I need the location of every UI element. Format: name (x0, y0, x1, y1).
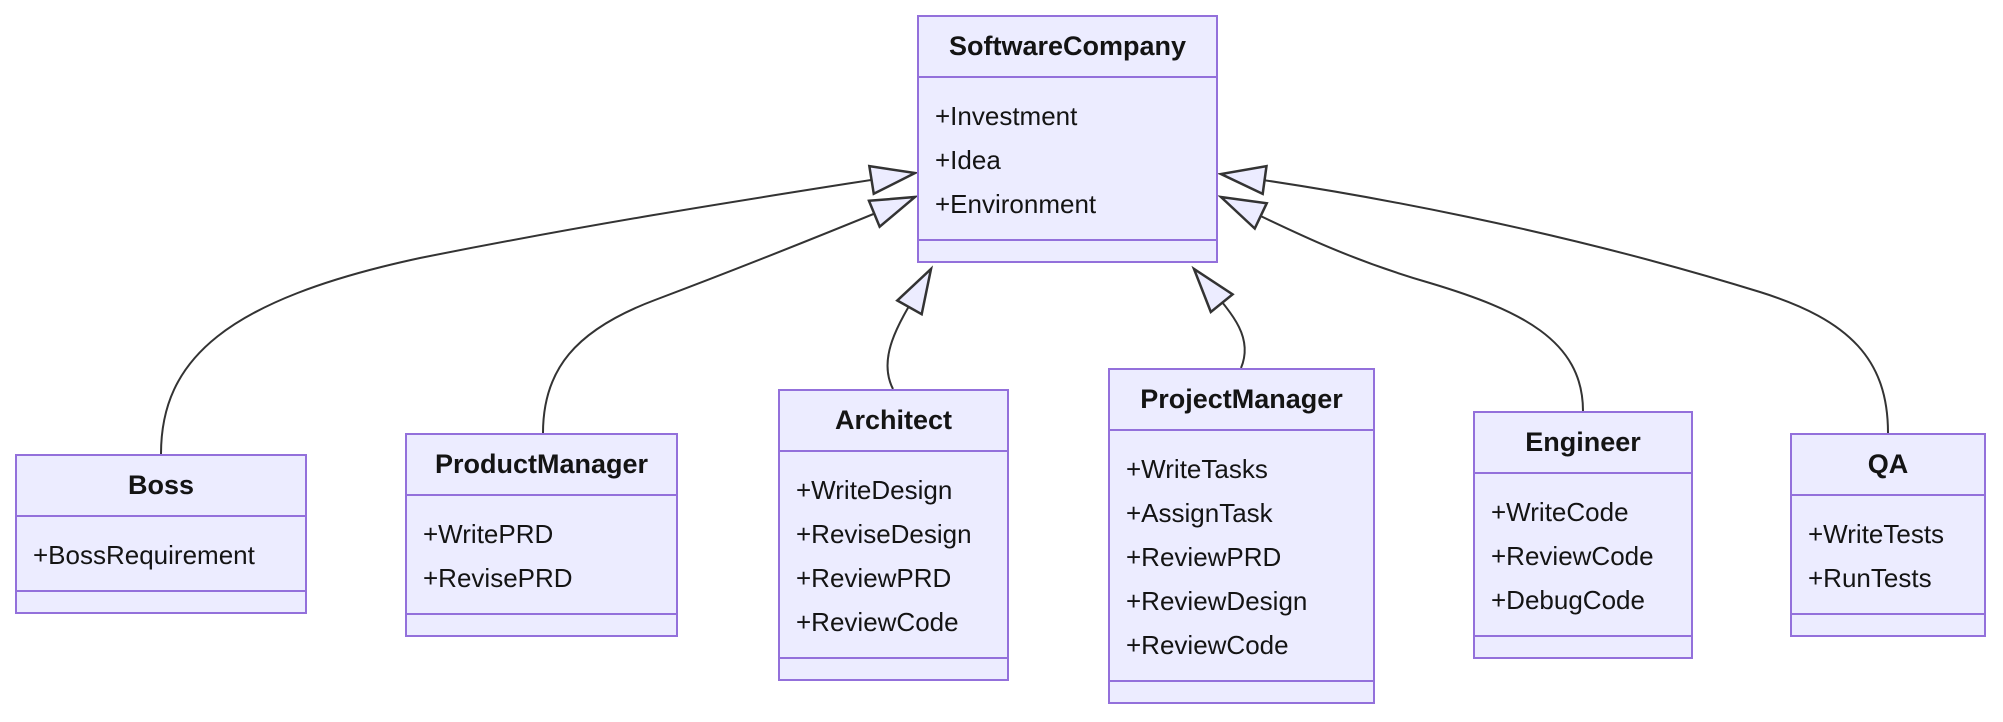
class-title: QA (1792, 435, 1984, 496)
class-box-boss: Boss +BossRequirement (15, 454, 307, 614)
class-attribute: +Environment (935, 189, 1097, 219)
class-attribute: +WritePRD (423, 519, 554, 549)
edge-qa-to-softwarecompany (1221, 174, 1889, 434)
class-methods-empty (1475, 637, 1691, 657)
class-attributes: +WritePRD +RevisePRD (407, 496, 676, 615)
class-attribute: +ReviewDesign (1126, 586, 1308, 616)
class-attribute: +RevisePRD (423, 563, 573, 593)
class-methods-empty (407, 615, 676, 635)
edge-boss-to-softwarecompany (160, 173, 915, 455)
class-methods-empty (1110, 682, 1373, 702)
class-box-projectmanager: ProjectManager +WriteTasks +AssignTask +… (1108, 368, 1375, 704)
class-methods-empty (919, 241, 1216, 261)
class-attribute: +ReviewPRD (796, 563, 952, 593)
edge-architect-to-softwarecompany (886, 269, 931, 390)
class-attribute: +Idea (935, 145, 1001, 175)
class-box-qa: QA +WriteTests +RunTests (1790, 433, 1986, 637)
class-attribute: +RunTests (1808, 563, 1932, 593)
class-title: Architect (780, 391, 1007, 452)
class-attribute: +ReviewCode (1491, 541, 1654, 571)
class-attributes: +Investment +Idea +Environment (919, 78, 1216, 241)
class-title: Engineer (1475, 413, 1691, 474)
class-title: ProjectManager (1110, 370, 1373, 431)
class-title: SoftwareCompany (919, 17, 1216, 78)
class-attribute: +WriteTasks (1126, 454, 1268, 484)
class-attribute: +ReviewCode (796, 607, 959, 637)
edge-productmanager-to-softwarecompany (542, 197, 915, 434)
class-box-productmanager: ProductManager +WritePRD +RevisePRD (405, 433, 678, 637)
class-attributes: +WriteTests +RunTests (1792, 496, 1984, 615)
class-box-softwarecompany: SoftwareCompany +Investment +Idea +Envir… (917, 15, 1218, 263)
class-attribute: +BossRequirement (33, 540, 255, 570)
class-attributes: +WriteTasks +AssignTask +ReviewPRD +Revi… (1110, 431, 1373, 682)
edge-projectmanager-to-softwarecompany (1194, 269, 1246, 369)
class-attribute: +ReviewCode (1126, 630, 1289, 660)
class-attributes: +WriteDesign +ReviseDesign +ReviewPRD +R… (780, 452, 1007, 659)
class-box-engineer: Engineer +WriteCode +ReviewCode +DebugCo… (1473, 411, 1693, 659)
class-attribute: +WriteDesign (796, 475, 953, 505)
class-attributes: +WriteCode +ReviewCode +DebugCode (1475, 474, 1691, 637)
class-attributes: +BossRequirement (17, 517, 305, 592)
class-attribute: +ReviseDesign (796, 519, 972, 549)
edge-engineer-to-softwarecompany (1221, 197, 1584, 412)
class-attribute: +DebugCode (1491, 585, 1645, 615)
class-methods-empty (1792, 615, 1984, 635)
class-title: ProductManager (407, 435, 676, 496)
class-attribute: +WriteTests (1808, 519, 1945, 549)
class-attribute: +AssignTask (1126, 498, 1273, 528)
class-methods-empty (17, 592, 305, 612)
class-title: Boss (17, 456, 305, 517)
class-box-architect: Architect +WriteDesign +ReviseDesign +Re… (778, 389, 1009, 681)
class-methods-empty (780, 659, 1007, 679)
class-attribute: +ReviewPRD (1126, 542, 1282, 572)
class-attribute: +Investment (935, 101, 1078, 131)
class-attribute: +WriteCode (1491, 497, 1629, 527)
